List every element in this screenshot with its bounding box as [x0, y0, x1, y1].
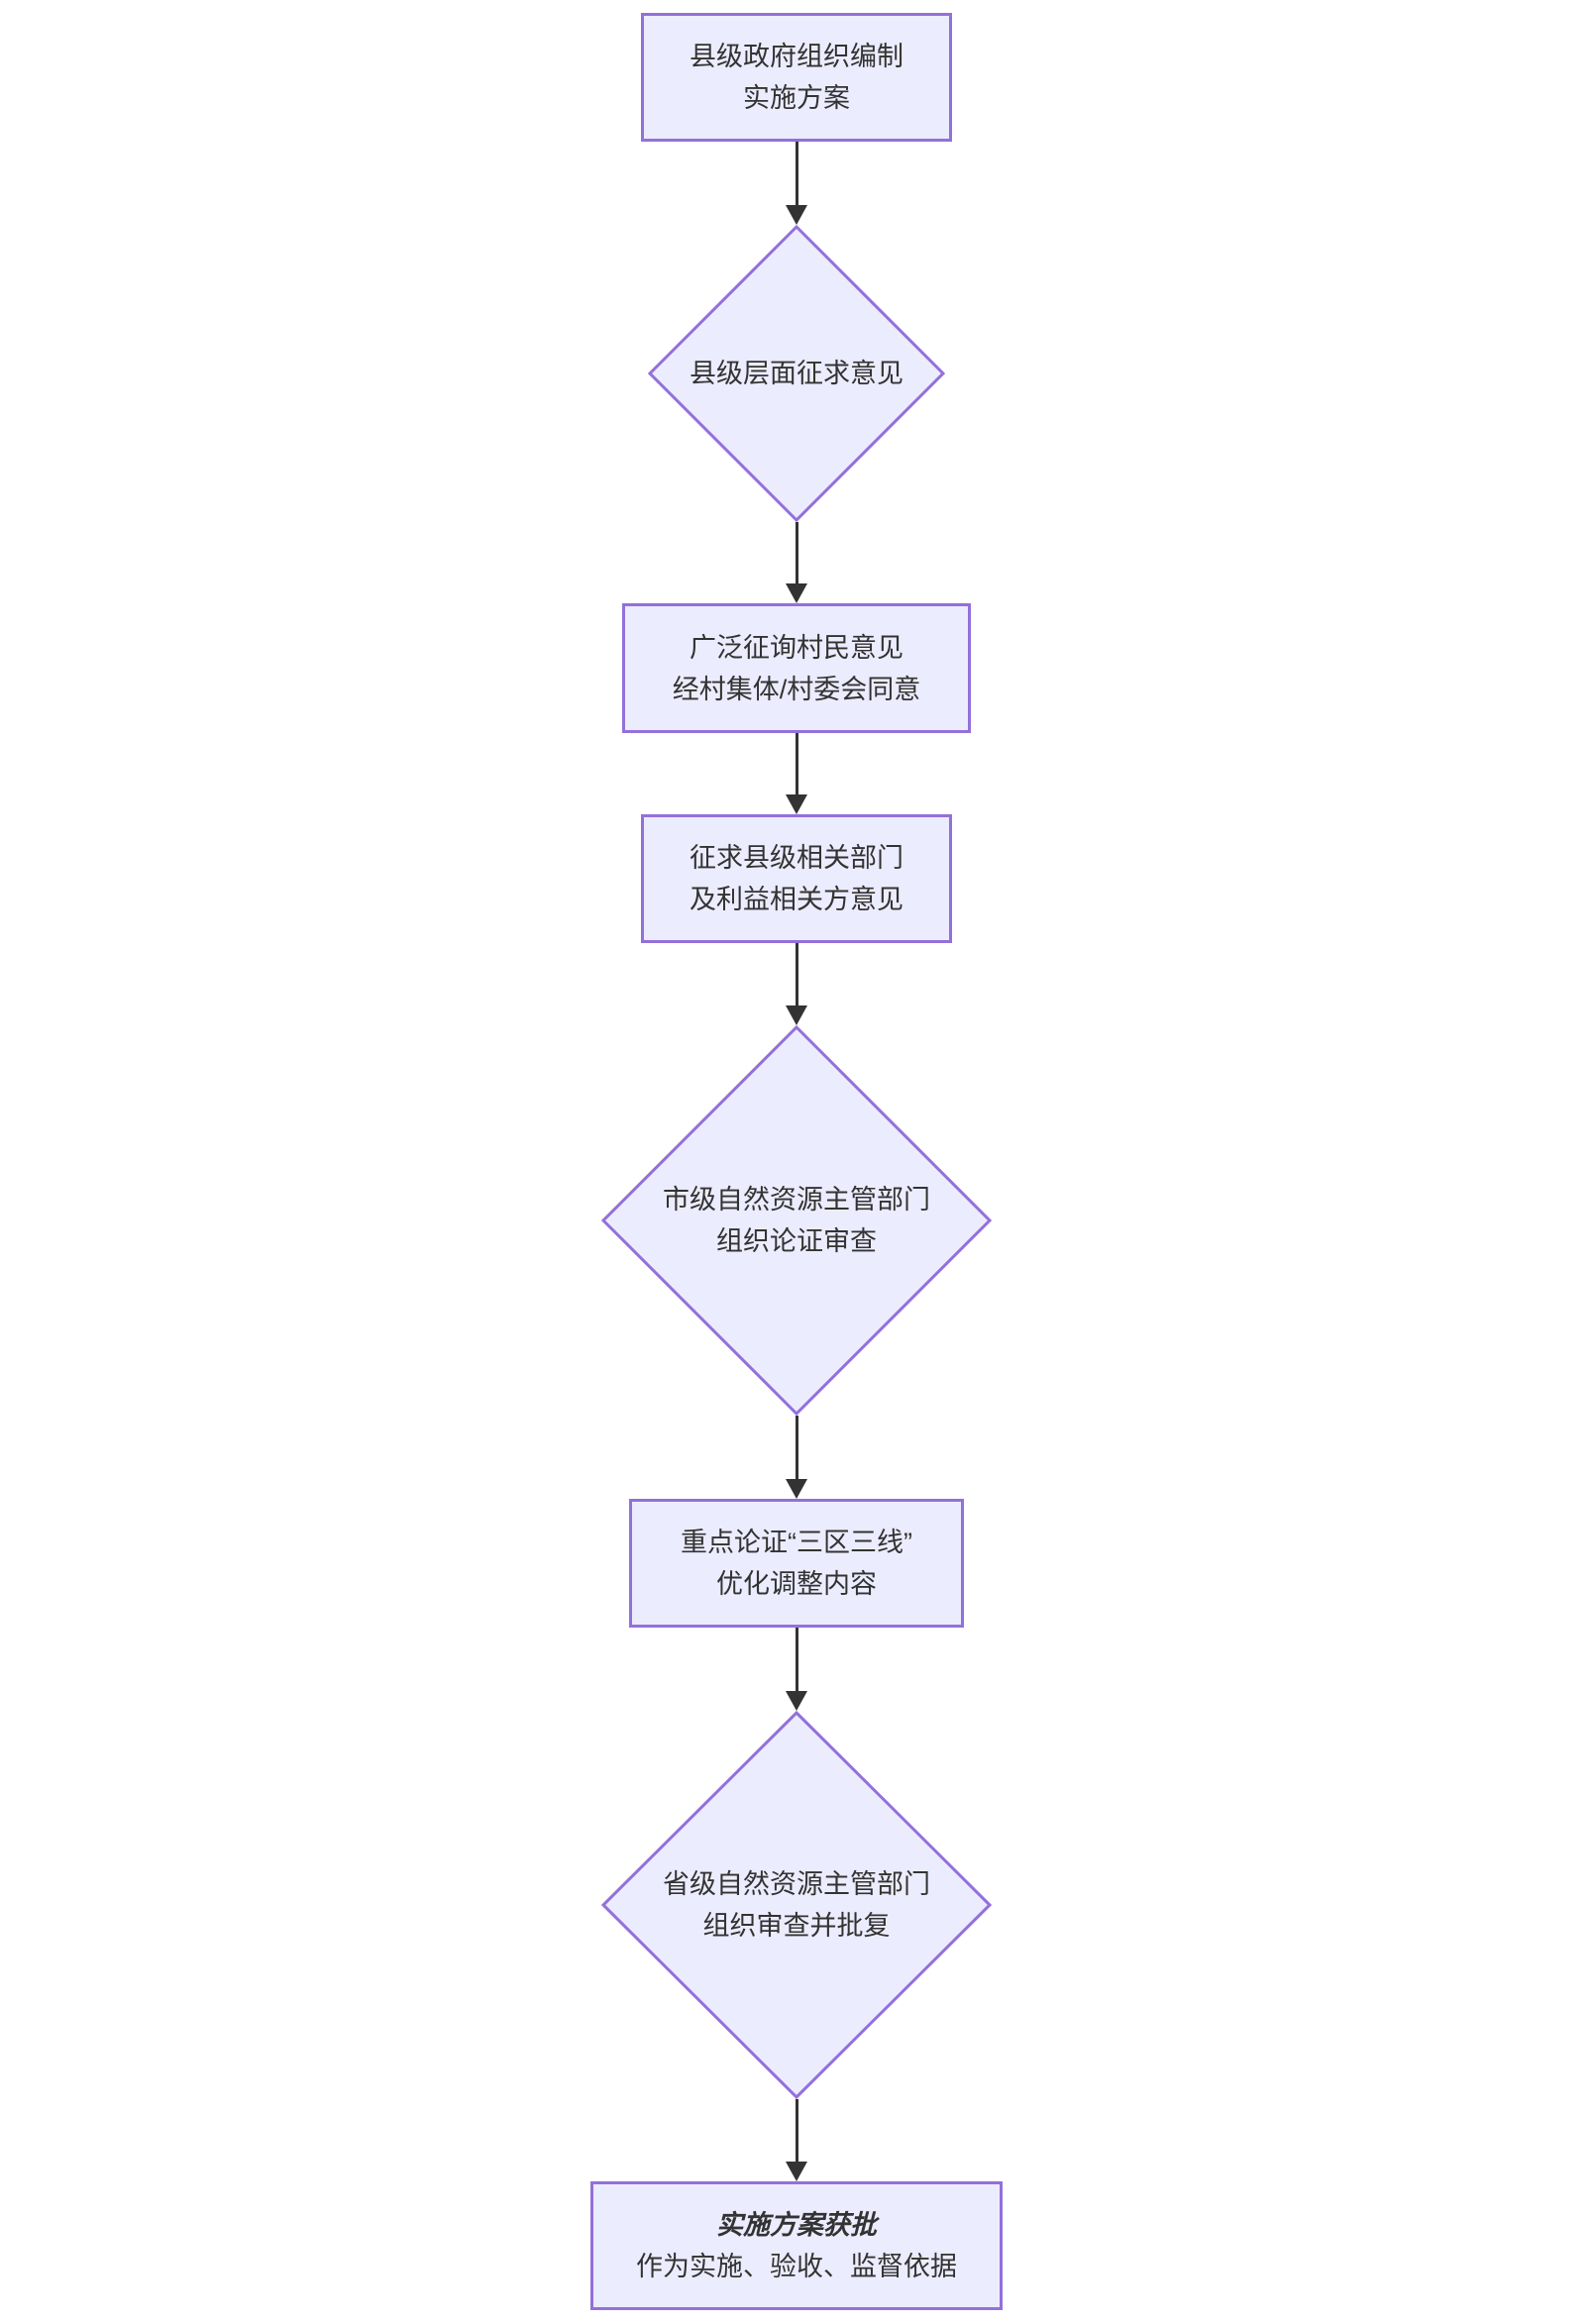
- node-label: 市级自然资源主管部门 组织论证审查: [663, 1179, 930, 1262]
- node-text-line: 县级层面征求意见: [690, 359, 903, 388]
- node-text-line: 广泛征询村民意见: [690, 632, 903, 663]
- arrow-shaft: [795, 142, 798, 205]
- decision-provincial-review-approval: 省级自然资源主管部门 组织审查并批复: [601, 1711, 992, 2099]
- flow-arrow-6: [786, 1628, 807, 1711]
- node-county-departments-opinions: 征求县级相关部门 及利益相关方意见: [641, 814, 952, 943]
- diamond-shape: [601, 1711, 992, 2099]
- node-text-line: 及利益相关方意见: [690, 885, 903, 914]
- flow-arrow-5: [786, 1416, 807, 1499]
- node-text-line: 经村集体/村委会同意: [672, 674, 921, 704]
- node-text-line: 重点论证“三区三线”: [681, 1528, 912, 1557]
- decision-county-level-consultation: 县级层面征求意见: [648, 225, 945, 522]
- arrow-head-icon: [786, 583, 807, 603]
- arrow-shaft: [795, 943, 798, 1005]
- node-text-line: 县级政府组织编制: [690, 42, 903, 71]
- node-text-line: 组织审查并批复: [702, 1911, 891, 1941]
- arrow-shaft: [795, 733, 798, 794]
- flow-arrow-2: [786, 522, 807, 603]
- flow-arrow-1: [786, 142, 807, 225]
- flow-arrow-3: [786, 733, 807, 814]
- node-text-line: 实施方案: [743, 83, 850, 113]
- arrow-shaft: [795, 1628, 798, 1691]
- arrow-shaft: [795, 2099, 798, 2162]
- node-text-line: 省级自然资源主管部门: [663, 1869, 930, 1899]
- arrow-head-icon: [786, 2162, 807, 2181]
- node-key-verification-three-zones: 重点论证“三区三线” 优化调整内容: [629, 1499, 964, 1628]
- decision-municipal-review: 市级自然资源主管部门 组织论证审查: [601, 1025, 992, 1416]
- arrow-head-icon: [786, 1691, 807, 1711]
- diamond-shape: [648, 225, 945, 522]
- diamond-shape: [601, 1025, 992, 1416]
- flow-arrow-4: [786, 943, 807, 1025]
- arrow-head-icon: [786, 205, 807, 225]
- node-text-line: 作为实施、验收、监督依据: [636, 2252, 957, 2281]
- arrow-head-icon: [786, 1479, 807, 1499]
- flow-arrow-7: [786, 2099, 807, 2181]
- node-text-line: 优化调整内容: [716, 1569, 877, 1599]
- arrow-shaft: [795, 1416, 798, 1479]
- arrow-head-icon: [786, 794, 807, 814]
- node-text-line-emphasized: 实施方案获批: [716, 2210, 877, 2240]
- node-text-line: 征求县级相关部门: [690, 843, 903, 873]
- node-villager-consultation: 广泛征询村民意见 经村集体/村委会同意: [622, 603, 971, 733]
- arrow-head-icon: [786, 1005, 807, 1025]
- node-text-line: 市级自然资源主管部门: [663, 1185, 930, 1215]
- node-county-gov-prepare-plan: 县级政府组织编制 实施方案: [641, 13, 952, 142]
- node-label: 省级自然资源主管部门 组织审查并批复: [663, 1863, 930, 1947]
- node-plan-approved: 实施方案获批 作为实施、验收、监督依据: [590, 2181, 1003, 2310]
- node-label: 县级层面征求意见: [690, 353, 903, 394]
- arrow-shaft: [795, 522, 798, 583]
- node-text-line: 组织论证审查: [716, 1226, 877, 1256]
